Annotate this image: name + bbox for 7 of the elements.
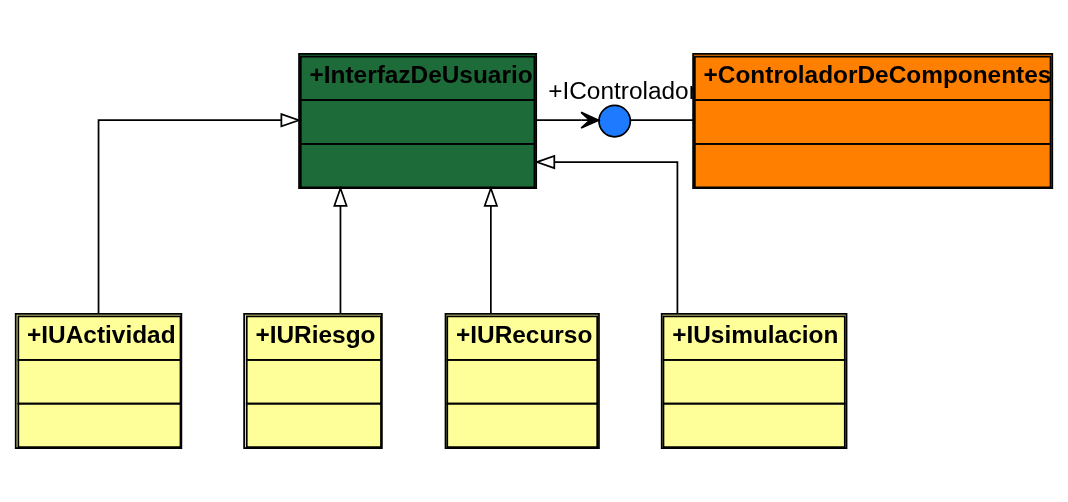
arrow: [333, 185, 348, 315]
arrow: [97, 112, 302, 314]
arrow: [535, 111, 600, 129]
connector: [629, 119, 694, 122]
arrow: [483, 185, 499, 315]
arrow: [534, 154, 679, 315]
node-circle: [598, 104, 632, 138]
